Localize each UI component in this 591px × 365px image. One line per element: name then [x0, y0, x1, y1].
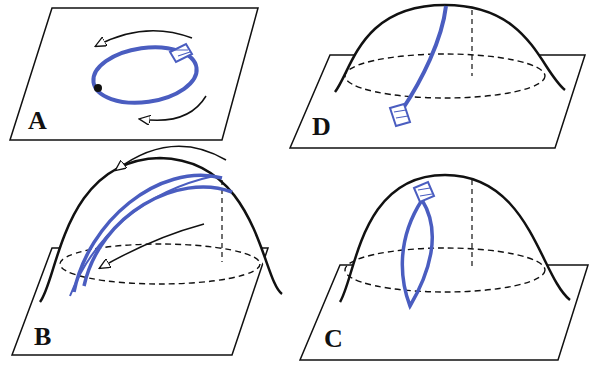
panel-a	[10, 8, 258, 140]
zipper-teeth	[394, 110, 408, 118]
dome-fill	[335, 5, 565, 92]
panel-b	[12, 146, 282, 355]
zipper	[414, 182, 434, 202]
plane	[300, 265, 588, 360]
panel-letter: A	[26, 108, 49, 134]
dome	[340, 175, 570, 302]
plane	[10, 8, 258, 140]
dome-base	[345, 248, 545, 292]
motion-arrow	[116, 146, 226, 170]
dome	[40, 158, 282, 302]
plane	[12, 248, 268, 355]
zipper-teeth	[174, 50, 190, 56]
blue-loop	[90, 41, 201, 109]
dome	[335, 5, 565, 92]
panel-c	[300, 175, 588, 360]
zipper	[390, 104, 410, 126]
dome-fill	[340, 175, 570, 302]
panel-letter: D	[310, 114, 333, 140]
dashed-axis	[471, 10, 472, 76]
motion-arrow	[96, 31, 192, 46]
panel-letter: B	[32, 324, 53, 350]
blue-path	[70, 176, 214, 296]
motion-arrow	[140, 96, 206, 120]
dome-base	[345, 54, 545, 98]
panel-letter: C	[322, 326, 345, 352]
zipper-teeth	[418, 188, 432, 196]
blue-path	[402, 6, 446, 110]
start-dot	[94, 84, 102, 92]
panel-d	[290, 5, 585, 148]
blue-loop	[402, 200, 432, 306]
dashed-axis	[221, 180, 222, 262]
blue-path	[74, 175, 222, 292]
motion-arrow	[100, 224, 204, 268]
zipper	[170, 44, 192, 62]
dome-fill	[40, 158, 282, 302]
dashed-axis	[471, 180, 472, 270]
